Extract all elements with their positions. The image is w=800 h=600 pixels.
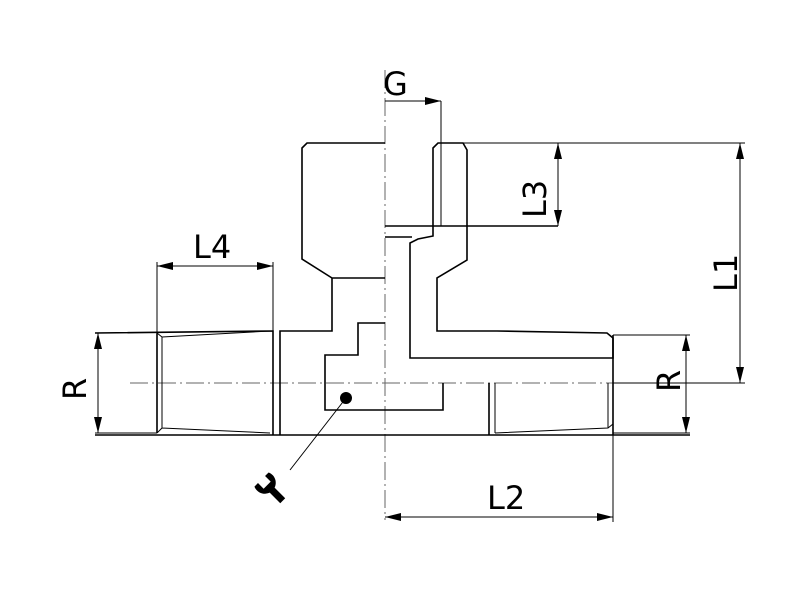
section-hatch [409, 142, 614, 359]
wrench-icon [254, 472, 286, 504]
label-l1: L1 [707, 254, 745, 292]
top-nut [279, 142, 385, 435]
leader-line [289, 397, 347, 471]
right-thread [488, 334, 690, 435]
label-g: G [383, 65, 408, 103]
label-l4: L4 [193, 228, 231, 266]
body-cavity [324, 322, 444, 411]
label-l3: L3 [516, 180, 554, 218]
label-l2: L2 [487, 479, 525, 517]
dimension-arrows [94, 97, 744, 521]
label-r-right: R [650, 370, 688, 392]
dimension-lines [97, 100, 745, 522]
label-r-left: R [56, 378, 94, 400]
